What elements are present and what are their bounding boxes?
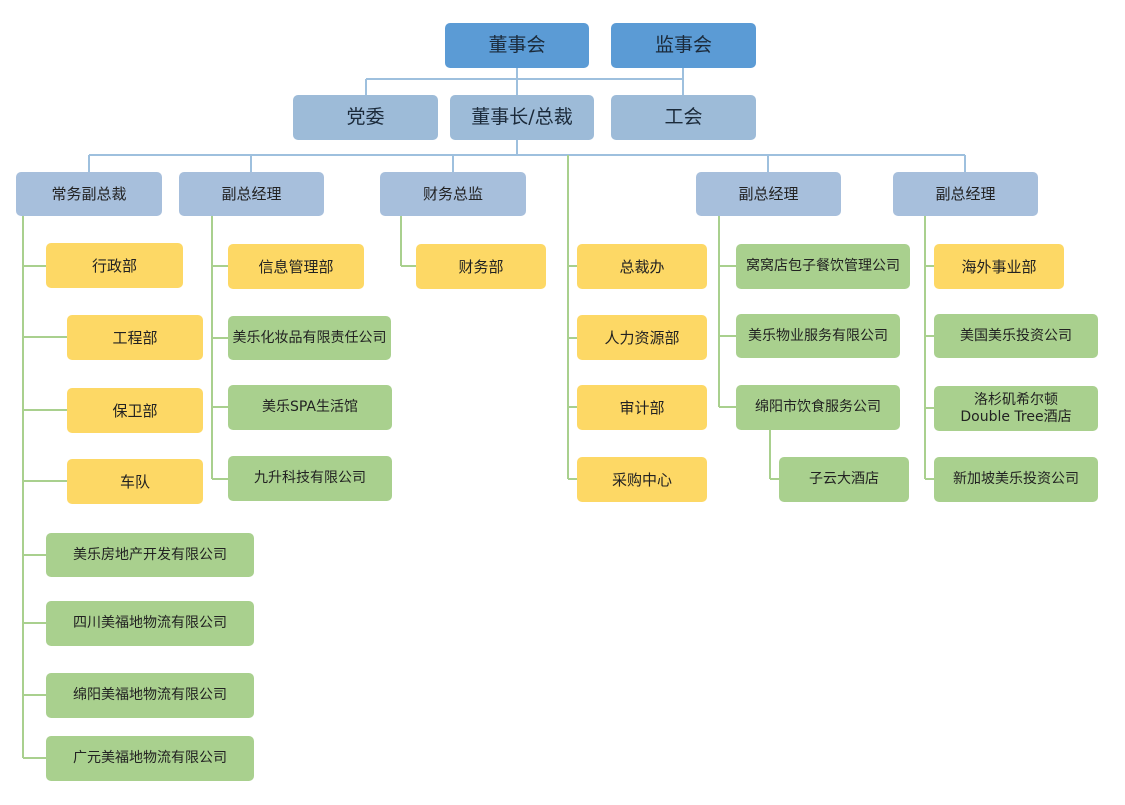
board-of-directors-node: 董事会	[445, 23, 589, 68]
department-node: 审计部	[577, 385, 707, 430]
company-node: 广元美福地物流有限公司	[46, 736, 254, 781]
department-node: 人力资源部	[577, 315, 707, 360]
company-node: 新加坡美乐投资公司	[934, 457, 1098, 502]
deputy-gm-node: 副总经理	[893, 172, 1038, 216]
department-node: 行政部	[46, 243, 183, 288]
department-node: 保卫部	[67, 388, 203, 433]
cfo-node: 财务总监	[380, 172, 526, 216]
company-node: 子云大酒店	[779, 457, 909, 502]
company-node: 洛杉矶希尔顿 Double Tree酒店	[934, 386, 1098, 431]
department-node: 海外事业部	[934, 244, 1064, 289]
company-node: 美乐SPA生活馆	[228, 385, 392, 430]
department-node: 信息管理部	[228, 244, 364, 289]
chairman-president-node: 董事长/总裁	[450, 95, 594, 140]
department-node: 总裁办	[577, 244, 707, 289]
company-node: 美乐房地产开发有限公司	[46, 533, 254, 577]
department-node: 车队	[67, 459, 203, 504]
deputy-gm-node: 副总经理	[696, 172, 841, 216]
company-node: 绵阳市饮食服务公司	[736, 385, 900, 430]
department-node: 采购中心	[577, 457, 707, 502]
department-node: 财务部	[416, 244, 546, 289]
labor-union-node: 工会	[611, 95, 756, 140]
board-of-supervisors-node: 监事会	[611, 23, 756, 68]
executive-vp-node: 常务副总裁	[16, 172, 162, 216]
company-node: 四川美福地物流有限公司	[46, 601, 254, 646]
party-committee-node: 党委	[293, 95, 438, 140]
company-node: 绵阳美福地物流有限公司	[46, 673, 254, 718]
company-node: 美乐化妆品有限责任公司	[228, 316, 391, 360]
company-node: 窝窝店包子餐饮管理公司	[736, 244, 910, 289]
company-node: 美国美乐投资公司	[934, 314, 1098, 358]
company-node: 美乐物业服务有限公司	[736, 314, 900, 358]
department-node: 工程部	[67, 315, 203, 360]
company-node: 九升科技有限公司	[228, 456, 392, 501]
deputy-gm-node: 副总经理	[179, 172, 324, 216]
